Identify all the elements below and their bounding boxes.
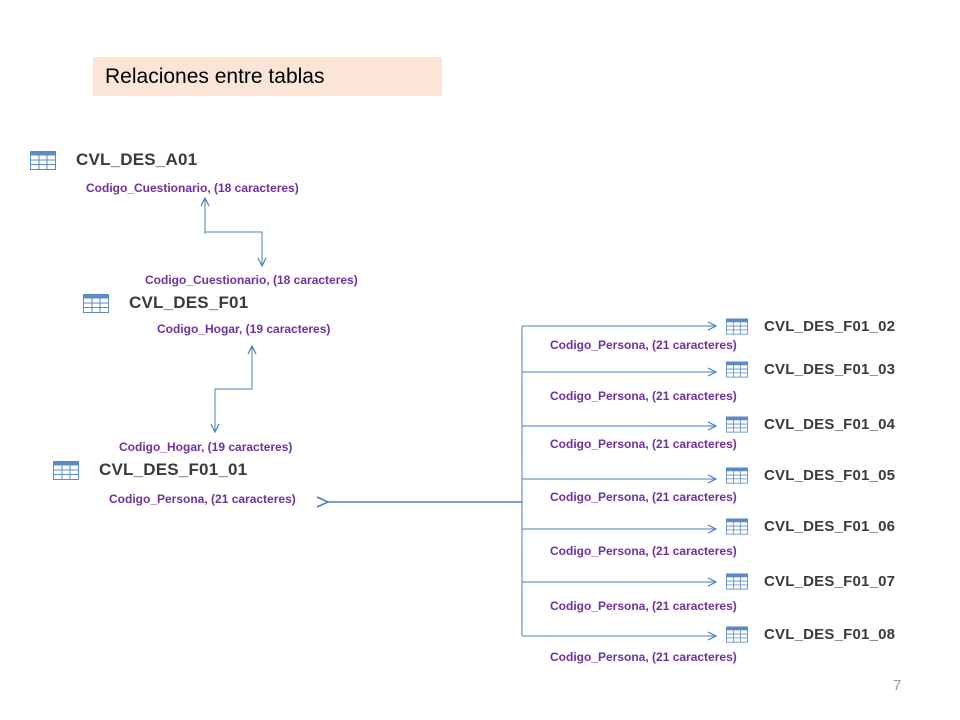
table-cvl-des-f01-06: CVL_DES_F01_06 xyxy=(726,515,895,537)
slide-title: Relaciones entre tablas xyxy=(93,57,442,96)
field-f01-08-codigo-persona: Codigo_Persona, (21 caracteres) xyxy=(550,650,737,664)
table-icon xyxy=(726,360,748,378)
table-cvl-des-f01-03: CVL_DES_F01_03 xyxy=(726,358,895,380)
table-cvl-des-f01-05: CVL_DES_F01_05 xyxy=(726,464,895,486)
table-name: CVL_DES_F01_04 xyxy=(764,415,896,433)
table-icon xyxy=(726,317,748,335)
table-name: CVL_DES_F01_02 xyxy=(764,317,896,335)
table-name: CVL_DES_F01_01 xyxy=(99,460,248,479)
table-icon xyxy=(726,625,748,643)
field-f01-06-codigo-persona: Codigo_Persona, (21 caracteres) xyxy=(550,544,737,558)
table-cvl-des-a01: CVL_DES_A01 xyxy=(30,149,197,171)
field-f01-04-codigo-persona: Codigo_Persona, (21 caracteres) xyxy=(550,437,737,451)
field-f01-05-codigo-persona: Codigo_Persona, (21 caracteres) xyxy=(550,490,737,504)
field-f01-03-codigo-persona: Codigo_Persona, (21 caracteres) xyxy=(550,389,737,403)
table-name: CVL_DES_F01_08 xyxy=(764,625,896,643)
table-name: CVL_DES_F01_05 xyxy=(764,466,896,484)
slide-title-text: Relaciones entre tablas xyxy=(105,64,325,88)
connector-f01-f01-01 xyxy=(214,346,253,432)
table-name: CVL_DES_F01_03 xyxy=(764,360,896,378)
field-f01-01-codigo-hogar: Codigo_Hogar, (19 caracteres) xyxy=(119,440,293,454)
table-cvl-des-f01-08: CVL_DES_F01_08 xyxy=(726,623,895,645)
field-f01-01-codigo-persona: Codigo_Persona, (21 caracteres) xyxy=(109,492,296,506)
table-cvl-des-f01-01: CVL_DES_F01_01 xyxy=(53,459,247,481)
table-name: CVL_DES_F01_07 xyxy=(764,572,896,590)
table-icon xyxy=(726,466,748,484)
table-icon xyxy=(53,460,79,480)
page-number: 7 xyxy=(893,677,902,694)
field-f01-07-codigo-persona: Codigo_Persona, (21 caracteres) xyxy=(550,599,737,613)
table-cvl-des-f01: CVL_DES_F01 xyxy=(83,292,248,314)
table-name: CVL_DES_F01 xyxy=(129,293,249,312)
connector-a01-f01 xyxy=(204,198,263,266)
field-f01-codigo-cuestionario: Codigo_Cuestionario, (18 caracteres) xyxy=(145,273,358,287)
field-f01-02-codigo-persona: Codigo_Persona, (21 caracteres) xyxy=(550,338,737,352)
table-name: CVL_DES_F01_06 xyxy=(764,517,896,535)
table-icon xyxy=(726,517,748,535)
table-name: CVL_DES_A01 xyxy=(76,150,198,169)
table-cvl-des-f01-02: CVL_DES_F01_02 xyxy=(726,315,895,337)
table-icon xyxy=(726,415,748,433)
table-cvl-des-f01-04: CVL_DES_F01_04 xyxy=(726,413,895,435)
table-icon xyxy=(726,572,748,590)
table-icon xyxy=(83,293,109,313)
field-a01-codigo-cuestionario: Codigo_Cuestionario, (18 caracteres) xyxy=(86,181,299,195)
table-cvl-des-f01-07: CVL_DES_F01_07 xyxy=(726,570,895,592)
field-f01-codigo-hogar: Codigo_Hogar, (19 caracteres) xyxy=(157,322,331,336)
table-icon xyxy=(30,150,56,170)
